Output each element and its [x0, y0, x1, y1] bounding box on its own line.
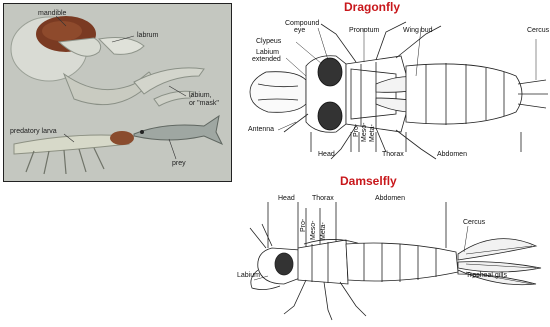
labium-label-1: labium, — [189, 92, 212, 99]
damselfly-cercus-label: Cercus — [463, 219, 485, 226]
damselfly-abdomen-label: Abdomen — [375, 195, 405, 202]
dragonfly-diagram — [236, 14, 550, 164]
damselfly-head-label: Head — [278, 195, 295, 202]
damselfly-meta-label: Meta- — [320, 222, 327, 240]
damselfly-meso-label: Meso- — [310, 221, 317, 240]
dragonfly-wing-bud-label: Wing bud — [403, 27, 433, 34]
dragonfly-pronotum-label: Pronotum — [349, 27, 379, 34]
damselfly-pro-label: Pro- — [300, 219, 307, 232]
dragonfly-cercus-label: Cercus — [527, 27, 549, 34]
dragonfly-meso-label: Meso- — [361, 123, 368, 142]
labrum-label: labrum — [137, 32, 158, 39]
damselfly-diagram — [236, 188, 550, 327]
dragonfly-labium-label-2: extended — [252, 56, 281, 63]
dragonfly-thorax-label: Thorax — [382, 151, 404, 158]
dragonfly-abdomen-label: Abdomen — [437, 151, 467, 158]
damselfly-tracheal-gills-label: Tracheal gills — [466, 272, 507, 279]
dragonfly-title: Dragonfly — [344, 0, 400, 14]
dragonfly-meta-label: Meta- — [369, 124, 376, 142]
dragonfly-pro-label: Pro- — [353, 124, 360, 137]
dragonfly-compound-eye-label-1: Compound — [285, 20, 319, 27]
damselfly-title: Damselfly — [340, 174, 397, 188]
mandible-label: mandible — [38, 10, 66, 17]
larva-photo-panel: mandible labrum labium, or "mask" predat… — [3, 3, 232, 182]
prey-label: prey — [172, 160, 186, 167]
predatory-larva-label: predatory larva — [10, 128, 57, 135]
dragonfly-antenna-label: Antenna — [248, 126, 274, 133]
dragonfly-compound-eye-label-2: eye — [294, 27, 305, 34]
labium-label-2: or "mask" — [189, 100, 219, 107]
damselfly-labium-label: Labium — [237, 272, 260, 279]
dragonfly-clypeus-label: Clypeus — [256, 38, 281, 45]
dragonfly-head-label: Head — [318, 151, 335, 158]
dragonfly-labium-label-1: Labium — [256, 49, 279, 56]
damselfly-thorax-label: Thorax — [312, 195, 334, 202]
